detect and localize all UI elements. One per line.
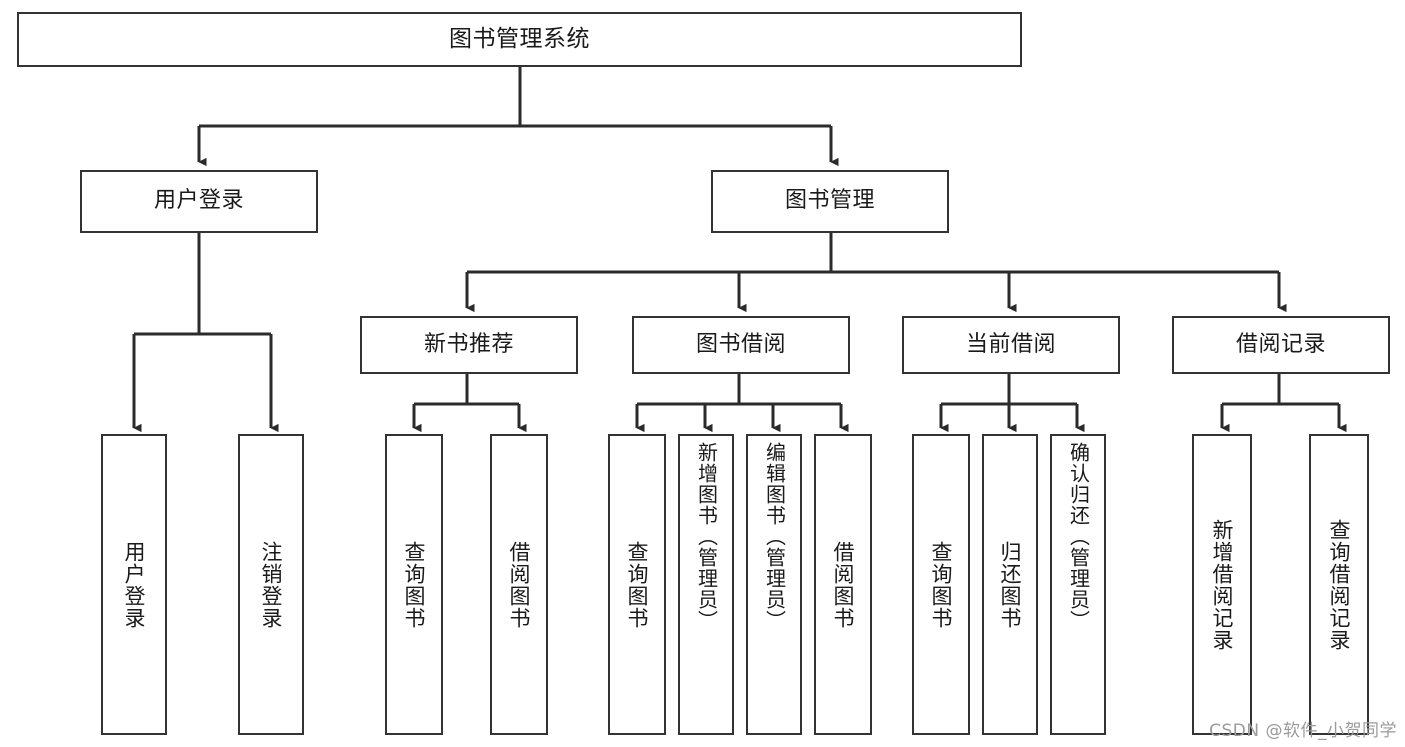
node-label: 注销登录 bbox=[259, 540, 284, 629]
node-label: 借阅图书 bbox=[831, 540, 856, 629]
node-label: 图书管理系统 bbox=[449, 25, 590, 52]
leaf-borrow-record-query-record[interactable]: 查询借阅记录 bbox=[1309, 434, 1369, 735]
node-current-borrow[interactable]: 当前借阅 bbox=[902, 316, 1120, 374]
node-label: 查询借阅记录 bbox=[1327, 518, 1352, 651]
node-book-management[interactable]: 图书管理 bbox=[711, 170, 949, 233]
node-label: 归还图书 bbox=[998, 540, 1023, 629]
leaf-new-book-borrow-book[interactable]: 借阅图书 bbox=[490, 434, 548, 735]
node-label: 编辑图书（管理员） bbox=[762, 442, 787, 631]
node-root-book-management-system[interactable]: 图书管理系统 bbox=[17, 12, 1022, 67]
watermark-text: CSDN @软件_小贺同学 bbox=[1209, 721, 1397, 741]
node-new-book-recommend[interactable]: 新书推荐 bbox=[360, 316, 578, 374]
leaf-book-borrow-borrow-book[interactable]: 借阅图书 bbox=[814, 434, 872, 735]
node-label: 图书管理 bbox=[784, 188, 875, 214]
node-label: 新书推荐 bbox=[423, 331, 514, 357]
node-label: 借阅图书 bbox=[507, 540, 532, 629]
leaf-user-login-logout[interactable]: 注销登录 bbox=[238, 434, 304, 735]
node-book-borrow[interactable]: 图书借阅 bbox=[632, 316, 850, 374]
node-borrow-record[interactable]: 借阅记录 bbox=[1172, 316, 1390, 374]
node-label: 新增借阅记录 bbox=[1210, 518, 1235, 651]
node-label: 用户登录 bbox=[122, 540, 147, 629]
leaf-book-borrow-query-book[interactable]: 查询图书 bbox=[608, 434, 666, 735]
leaf-new-book-query-book[interactable]: 查询图书 bbox=[385, 434, 443, 735]
leaf-borrow-record-add-record[interactable]: 新增借阅记录 bbox=[1192, 434, 1252, 735]
node-user-login[interactable]: 用户登录 bbox=[80, 170, 318, 233]
node-label: 图书借阅 bbox=[695, 331, 786, 357]
node-label: 新增图书（管理员） bbox=[694, 442, 719, 631]
node-label: 借阅记录 bbox=[1235, 331, 1326, 357]
node-label: 查询图书 bbox=[929, 540, 954, 629]
leaf-book-borrow-add-book-admin[interactable]: 新增图书（管理员） bbox=[678, 434, 734, 735]
leaf-book-borrow-edit-book-admin[interactable]: 编辑图书（管理员） bbox=[746, 434, 802, 735]
leaf-current-borrow-confirm-return-admin[interactable]: 确认归还（管理员） bbox=[1050, 434, 1106, 735]
node-label: 用户登录 bbox=[153, 188, 244, 214]
leaf-current-borrow-query-book[interactable]: 查询图书 bbox=[912, 434, 970, 735]
node-label: 确认归还（管理员） bbox=[1066, 442, 1091, 631]
node-label: 当前借阅 bbox=[965, 331, 1056, 357]
node-label: 查询图书 bbox=[402, 540, 427, 629]
leaf-current-borrow-return-book[interactable]: 归还图书 bbox=[982, 434, 1038, 735]
node-label: 查询图书 bbox=[625, 540, 650, 629]
leaf-user-login-login[interactable]: 用户登录 bbox=[101, 434, 167, 735]
